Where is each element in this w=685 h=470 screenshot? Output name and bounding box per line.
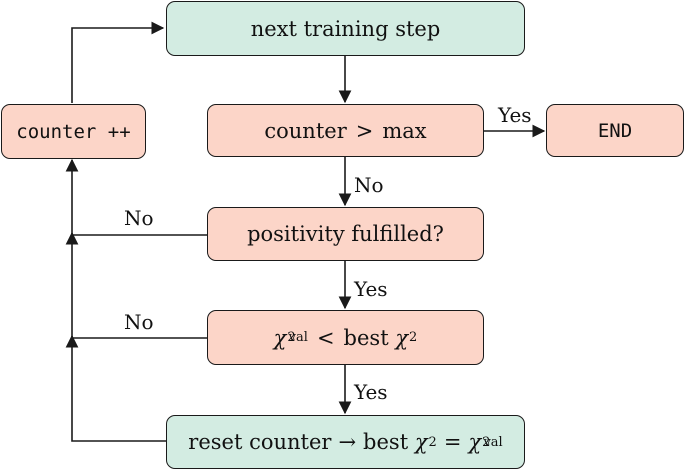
- label-yes-end: Yes: [498, 103, 532, 127]
- line-reset-to-left: [71, 340, 166, 442]
- node-chi-check: χ 2 val < best χ 2: [207, 310, 484, 365]
- reset-arrow: →: [338, 430, 357, 454]
- chi-check-rel: <: [316, 325, 335, 350]
- arrow-counter-inc-to-next: [71, 21, 165, 103]
- node-positivity-check: positivity fulfilled?: [207, 207, 484, 261]
- node-next-training-step-label: next training step: [250, 16, 441, 41]
- node-counter-check: counter > max: [207, 104, 484, 157]
- chi-check-right-text: best: [343, 325, 396, 350]
- label-no-chi: No: [124, 310, 154, 334]
- reset-sub2: val: [483, 434, 503, 450]
- chi-check-chi: χ: [273, 325, 287, 350]
- node-next-training-step: next training step: [166, 1, 525, 56]
- counter-check-right: max: [382, 118, 427, 143]
- label-yes-positivity: Yes: [354, 277, 388, 301]
- label-yes-chi: Yes: [354, 380, 388, 404]
- chi-check-right-chi: χ: [395, 325, 409, 350]
- label-no-positivity: No: [124, 206, 154, 230]
- reset-chi2: χ: [468, 430, 482, 454]
- reset-text: reset counter: [188, 430, 332, 454]
- reset-best: best: [363, 430, 415, 454]
- counter-check-rel: >: [355, 118, 374, 143]
- chi-check-right-sup: 2: [409, 330, 418, 345]
- node-end-label: END: [597, 119, 633, 142]
- node-counter-increment-label: counter ++: [16, 120, 131, 143]
- chi-check-sub: val: [288, 330, 308, 345]
- node-counter-increment: counter ++: [1, 104, 146, 159]
- reset-chi: χ: [414, 430, 428, 454]
- node-end: END: [546, 104, 684, 157]
- reset-sup: 2: [428, 434, 437, 450]
- node-positivity-check-label: positivity fulfilled?: [247, 222, 444, 246]
- counter-check-left: counter: [264, 118, 347, 143]
- node-reset-counter: reset counter → best χ 2 = χ 2 val: [166, 415, 525, 469]
- chi-check-sup: 2: [287, 330, 296, 345]
- reset-eq: =: [443, 430, 462, 454]
- reset-sup2: 2: [482, 434, 491, 450]
- label-no-counter: No: [354, 173, 384, 197]
